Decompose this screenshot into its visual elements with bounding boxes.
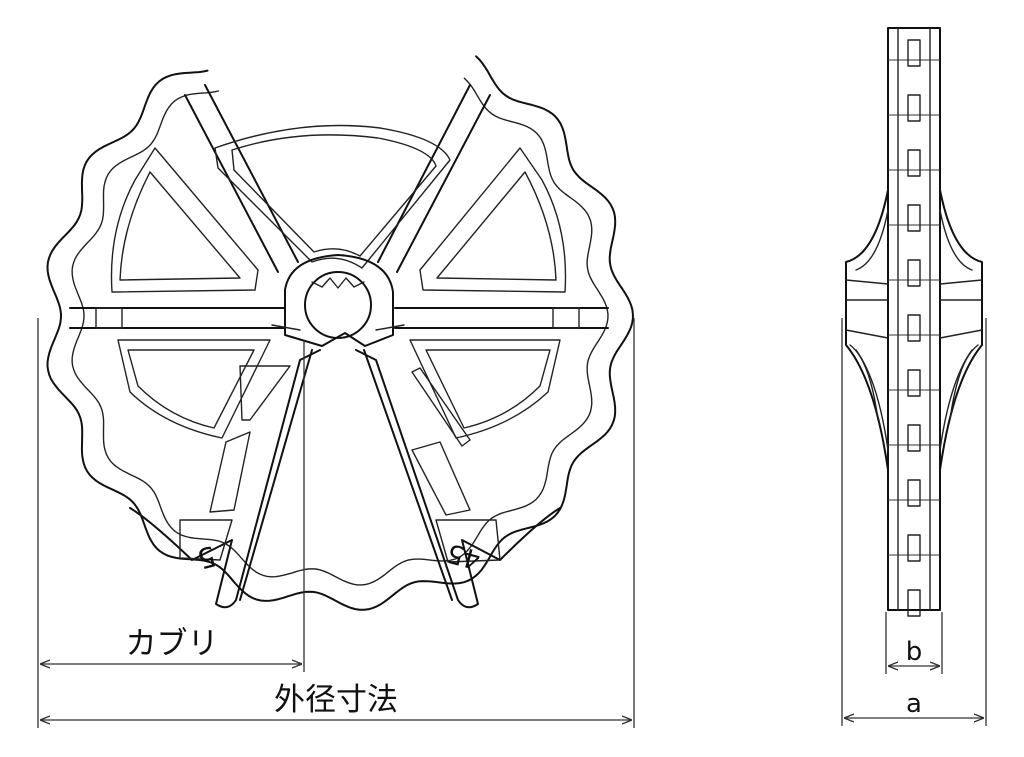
- dimension-a-label: a: [906, 689, 922, 719]
- side-dimensions: b a: [841, 318, 987, 726]
- side-flange-right: [939, 189, 983, 471]
- front-view-wheel: 5 45: [46, 55, 634, 611]
- inner-rim: [71, 77, 609, 586]
- side-center-column: [887, 27, 941, 611]
- side-flange-left: [845, 189, 889, 471]
- outer-rim: [46, 55, 634, 611]
- dimension-b-label: b: [906, 637, 923, 667]
- spoke-clips: [95, 307, 580, 329]
- cover-label: カブリ: [126, 626, 219, 662]
- center-hub: [271, 254, 405, 347]
- side-view: [845, 27, 983, 617]
- side-tabs: [907, 39, 921, 617]
- front-dimensions: カブリ 外径寸法: [37, 318, 635, 728]
- window-cutouts: [110, 124, 567, 439]
- slot-arms: [129, 349, 561, 609]
- size-marking-left: 5: [194, 539, 220, 575]
- side-segments: [888, 59, 940, 556]
- outer-diameter-label: 外径寸法: [274, 682, 398, 718]
- size-marking-right: 45: [444, 537, 484, 575]
